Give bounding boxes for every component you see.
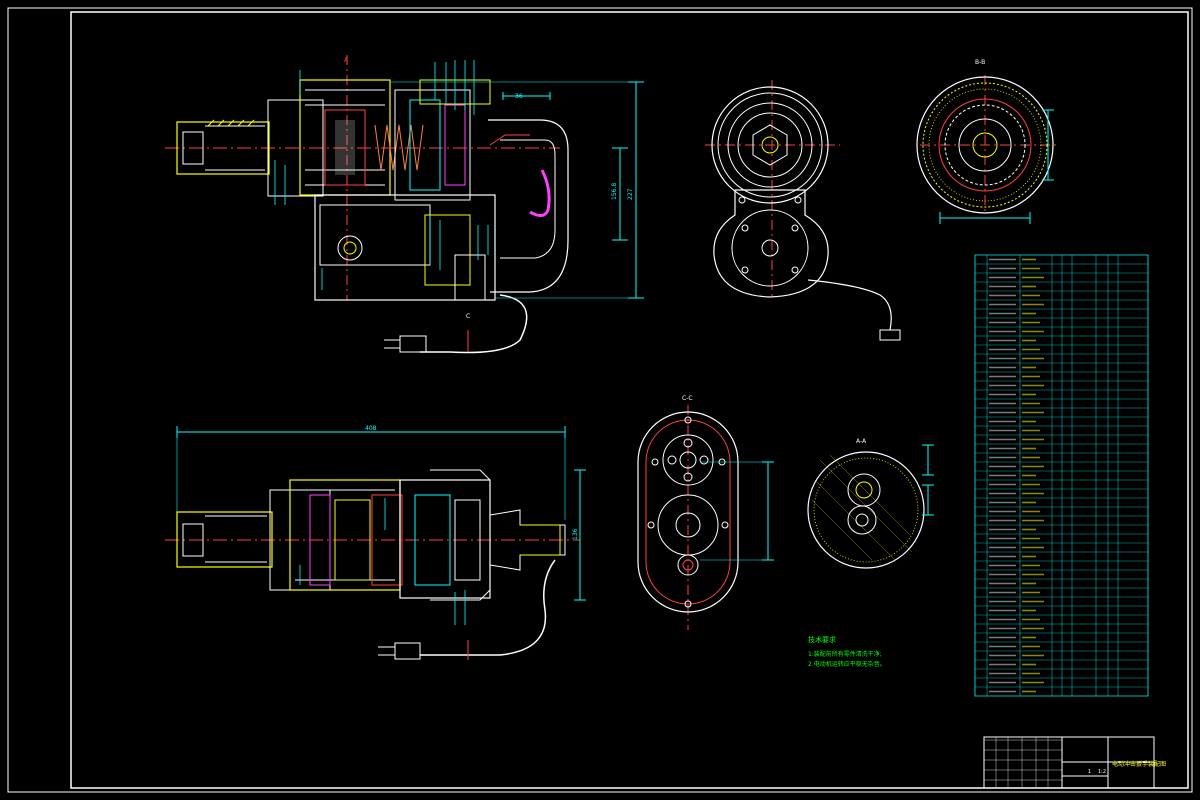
top-main-view — [165, 55, 644, 354]
section-bb-label: B-B — [975, 59, 985, 66]
dim-bottom-height-text: 136 — [572, 528, 579, 540]
cut-c-label: C — [466, 313, 470, 320]
section-cc-view — [637, 405, 774, 630]
motor-housing — [314, 194, 496, 301]
section-bb-view — [916, 75, 1060, 224]
dim-top-width — [502, 92, 551, 100]
dim-top-width-text: 36 — [515, 93, 523, 100]
plug-top — [399, 335, 427, 353]
title-block-name: 电动冲击扳手装配图 — [1112, 760, 1166, 768]
socket-square — [182, 131, 204, 165]
bottom-main-view — [165, 426, 586, 660]
power-cord-top — [420, 294, 528, 354]
notes-line-1: 1.装配前所有零件清洗干净; — [808, 650, 882, 658]
power-cord-bottom — [420, 559, 556, 656]
title-block-sheet: 1 — [1088, 769, 1091, 775]
notes-line-2: 2.电动机运转应平稳无杂音。 — [808, 660, 886, 668]
spring — [374, 124, 424, 171]
trigger-switch — [529, 169, 551, 217]
title-block-scale: 1:2 — [1098, 769, 1106, 775]
notes-heading: 技术要求 — [808, 635, 836, 644]
dim-top-height-1-text: 156.8 — [611, 183, 618, 200]
outer-border — [7, 7, 1193, 793]
title-block — [983, 736, 1155, 789]
end-view-top — [705, 80, 901, 341]
parts-list-table — [974, 254, 1149, 697]
section-aa-view — [807, 444, 934, 569]
section-a-label: A — [344, 57, 349, 64]
plug-bottom — [394, 642, 421, 660]
inner-frame — [70, 11, 1189, 789]
handle-outline — [488, 119, 569, 293]
motor-vent — [337, 235, 363, 261]
section-cc-label: C-C — [682, 395, 693, 402]
hammer-housing — [267, 99, 324, 197]
anvil-outline — [176, 121, 270, 175]
gear-case — [394, 89, 471, 201]
dim-top-height-2-text: 227 — [627, 188, 634, 200]
section-aa-label: A-A — [856, 438, 867, 445]
dim-bottom-length-text: 408 — [365, 425, 377, 432]
power-cord-end — [807, 279, 892, 331]
